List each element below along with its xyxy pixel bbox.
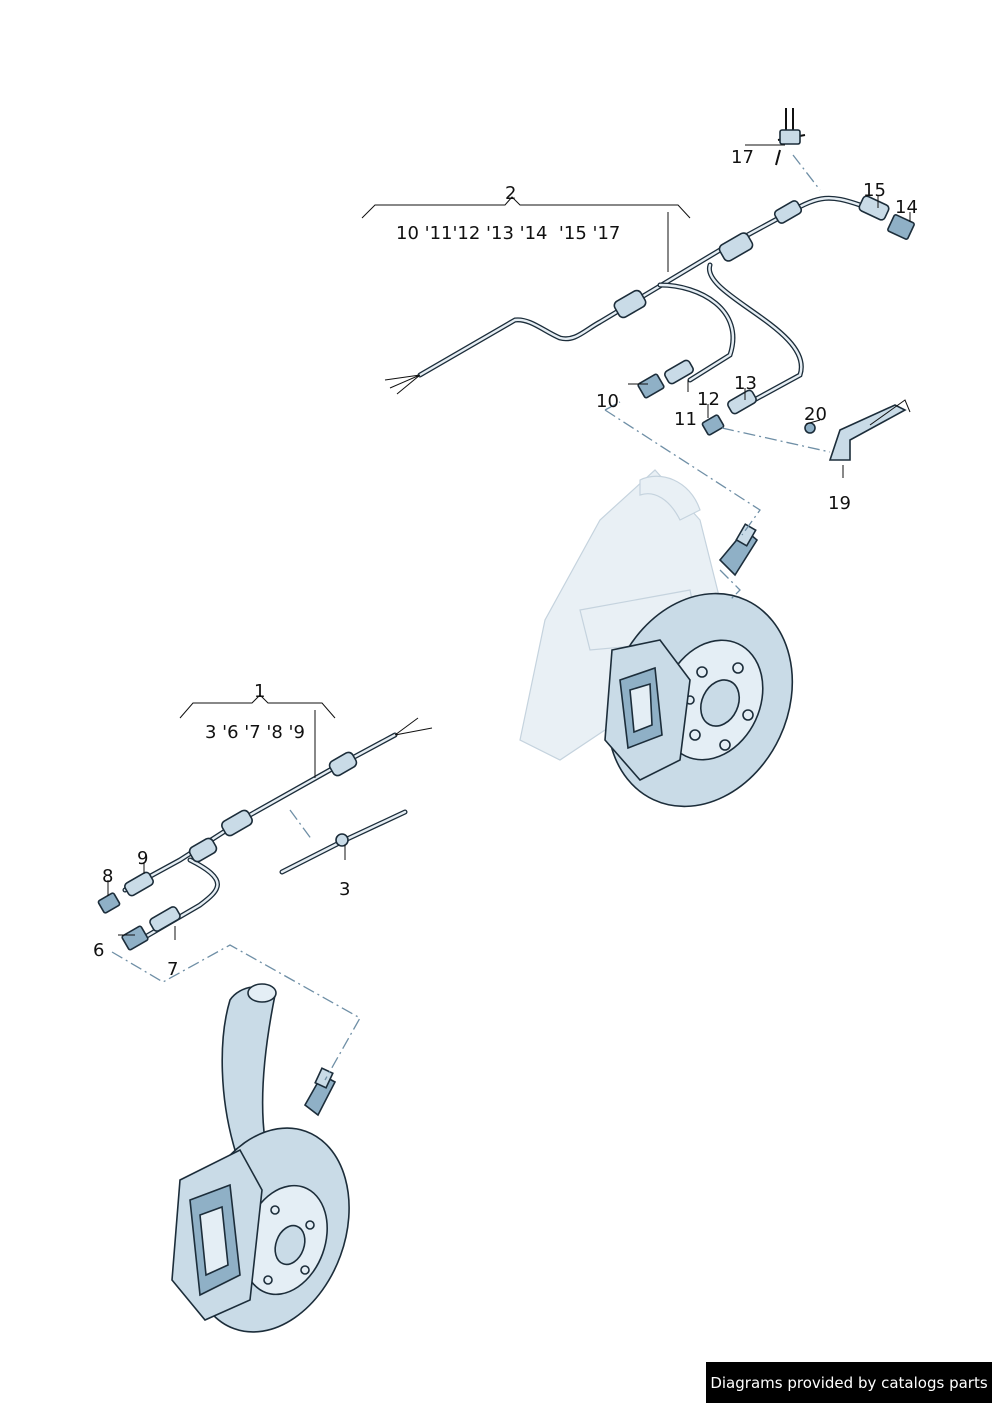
callout-8[interactable]: 8 <box>102 866 113 887</box>
callout-7[interactable]: 7 <box>167 959 178 980</box>
group-2-members: 10 '11'12 '13 '14 '15 '17 <box>396 223 620 244</box>
front-wheel-assembly <box>519 469 794 808</box>
wiring-harness-1 <box>97 717 433 951</box>
callout-3[interactable]: 3 <box>339 879 350 900</box>
footer-credit: Diagrams provided by catalogs parts <box>706 1362 992 1403</box>
callout-11[interactable]: 11 <box>674 409 697 430</box>
callout-12[interactable]: 12 <box>697 389 720 410</box>
callout-14[interactable]: 14 <box>895 197 918 218</box>
callout-2[interactable]: 2 <box>505 183 516 204</box>
group-1-members: 3 '6 '7 '8 '9 <box>205 722 305 743</box>
callout-6[interactable]: 6 <box>93 940 104 961</box>
leader-lines <box>107 144 911 1081</box>
callout-20[interactable]: 20 <box>804 404 827 425</box>
callout-15[interactable]: 15 <box>863 180 886 201</box>
callout-13[interactable]: 13 <box>734 373 757 394</box>
wiring-harness-2 <box>384 108 915 461</box>
callouts: 2 10 '11'12 '13 '14 '15 '17 17 15 14 10 … <box>93 147 918 980</box>
rear-wheel-assembly <box>171 983 350 1333</box>
callout-17[interactable]: 17 <box>731 147 754 168</box>
callout-1[interactable]: 1 <box>254 681 265 702</box>
callout-19[interactable]: 19 <box>828 493 851 514</box>
callout-9[interactable]: 9 <box>137 848 148 869</box>
callout-10[interactable]: 10 <box>596 391 619 412</box>
